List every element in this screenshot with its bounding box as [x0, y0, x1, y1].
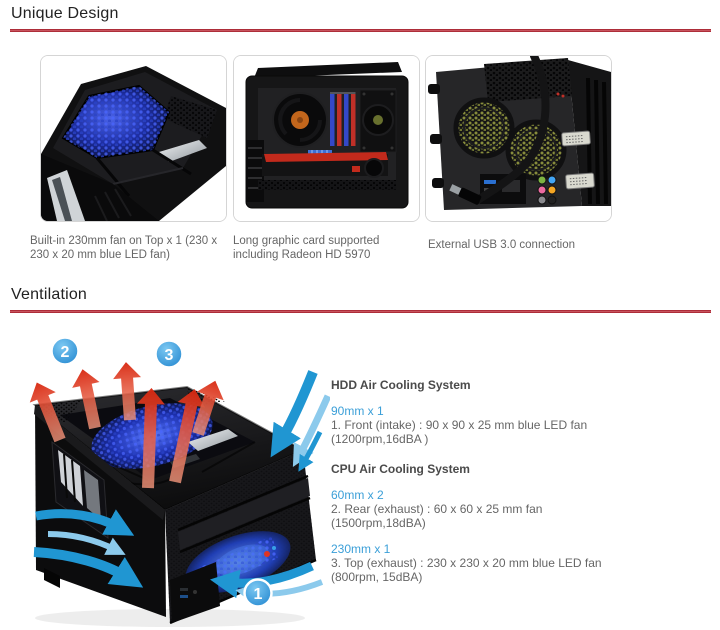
exhaust-arrows: [29, 362, 224, 489]
product-photo-card: [40, 55, 227, 222]
case-rear-usb-photo: [426, 56, 611, 221]
fan-spec-line: 3. Top (exhaust) : 230 x 230 x 20 mm blu…: [331, 556, 602, 570]
fan-spec-line: 1. Front (intake) : 90 x 90 x 25 mm blue…: [331, 418, 588, 432]
ventilation-specs: HDD Air Cooling System 90mm x 1 1. Front…: [331, 378, 703, 584]
power-led: [264, 551, 270, 557]
product-photo-card: [425, 55, 612, 222]
product-photo-card: [233, 55, 420, 222]
fan-spec-line: (800rpm, 15dBA): [331, 570, 423, 584]
case-interior-photo: [234, 56, 419, 221]
fan-spec-line: 2. Rear (exhaust) : 60 x 60 x 25 mm fan: [331, 502, 543, 516]
photo-caption: Built-in 230mm fan on Top x 1 (230 x 230…: [30, 235, 218, 261]
photo-caption: External USB 3.0 connection: [428, 239, 576, 251]
cooling-system-heading: CPU Air Cooling System: [331, 462, 470, 476]
fan-size: 60mm x 2: [331, 488, 384, 502]
badge-rear-exhaust: 2: [50, 336, 80, 366]
photo-caption: Long graphic card supported including Ra…: [233, 235, 380, 261]
svg-text:3: 3: [165, 347, 174, 364]
fan-size: 230mm x 1: [331, 542, 391, 556]
case-airflow-image: 2 3 1: [29, 336, 332, 627]
badge-front-intake: 1: [243, 578, 273, 608]
cooling-system-heading: HDD Air Cooling System: [331, 378, 471, 392]
fan-spec-line: (1500rpm,18dBA): [331, 516, 426, 530]
fan-spec-line: (1200rpm,16dBA ): [331, 432, 429, 446]
badge-top-exhaust: 3: [154, 339, 184, 369]
section-divider: [10, 29, 711, 32]
airflow-diagram: 2 3 1: [20, 330, 332, 630]
section-title-unique-design: Unique Design: [11, 5, 119, 22]
intake-arrows: [33, 370, 332, 603]
case-top-fan-photo: [41, 56, 226, 221]
svg-text:2: 2: [61, 344, 70, 361]
section-title-ventilation: Ventilation: [11, 286, 88, 303]
svg-text:1: 1: [254, 586, 263, 603]
fan-size: 90mm x 1: [331, 404, 384, 418]
case-body: [32, 385, 317, 625]
section-divider: [10, 310, 711, 313]
